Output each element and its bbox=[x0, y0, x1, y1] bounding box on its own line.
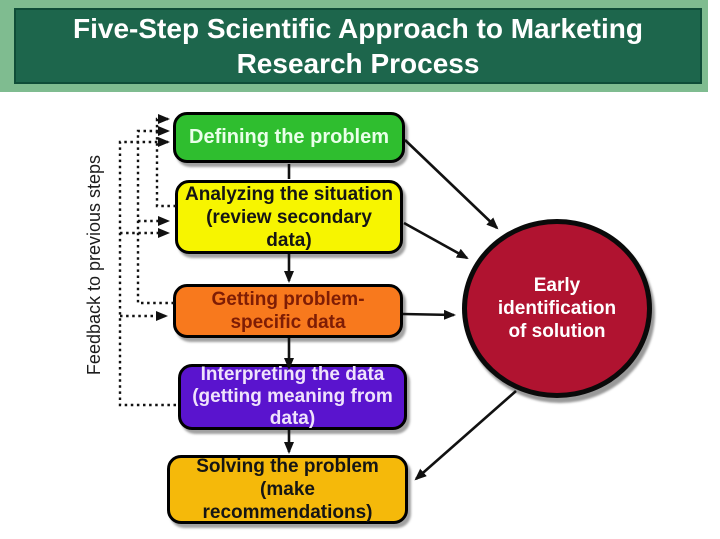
page-title-line2: Research Process bbox=[236, 48, 480, 79]
solution-label-line: of solution bbox=[508, 321, 606, 342]
step-label-line: Solving the problem bbox=[196, 456, 379, 477]
step-label-line: Interpreting the data bbox=[200, 364, 385, 385]
step-label-line: specific data bbox=[230, 312, 346, 333]
step-box-defining-the-problem: Defining the problem bbox=[173, 112, 405, 163]
step-label-line: (make bbox=[260, 479, 315, 500]
arrow-define-to-circle bbox=[404, 139, 499, 230]
step-label-line: Analyzing the situation bbox=[185, 183, 393, 205]
step-box-analyzing-the-situation: Analyzing the situation (review secondar… bbox=[175, 180, 403, 254]
step-box-interpreting-the-data: Interpreting the data (getting meaning f… bbox=[178, 364, 407, 430]
step-label-line: recommendations) bbox=[202, 502, 373, 523]
solution-label-line: identification bbox=[497, 298, 617, 319]
step-label-line: Getting problem- bbox=[211, 289, 365, 310]
step-label-line: data) bbox=[266, 229, 312, 251]
feedback-getdata-to-define bbox=[136, 126, 174, 305]
arrow-circle-to-solve bbox=[414, 390, 517, 481]
arrow-analyze-to-circle bbox=[403, 221, 469, 260]
step-box-solving-the-problem: Solving the problem (make recommendation… bbox=[167, 455, 408, 524]
page-title: Five-Step Scientific Approach to Marketi… bbox=[14, 8, 702, 84]
step-label-line: data) bbox=[269, 408, 316, 429]
arrow-getdata-to-circle bbox=[402, 309, 456, 320]
page-title-line1: Five-Step Scientific Approach to Marketi… bbox=[73, 13, 643, 44]
early-identification-of-solution-circle: Early identification of solution bbox=[462, 219, 652, 398]
step-label-line: (getting meaning from bbox=[192, 386, 393, 407]
step-label-line: Defining the problem bbox=[189, 126, 389, 148]
step-box-getting-problem-specific-data: Getting problem- specific data bbox=[173, 284, 403, 338]
step-label-line: (review secondary bbox=[206, 206, 372, 228]
solution-label-line: Early bbox=[533, 275, 581, 296]
feedback-interpret-to-define bbox=[118, 137, 176, 407]
feedback-to-previous-steps-label: Feedback to previous steps bbox=[84, 154, 104, 376]
